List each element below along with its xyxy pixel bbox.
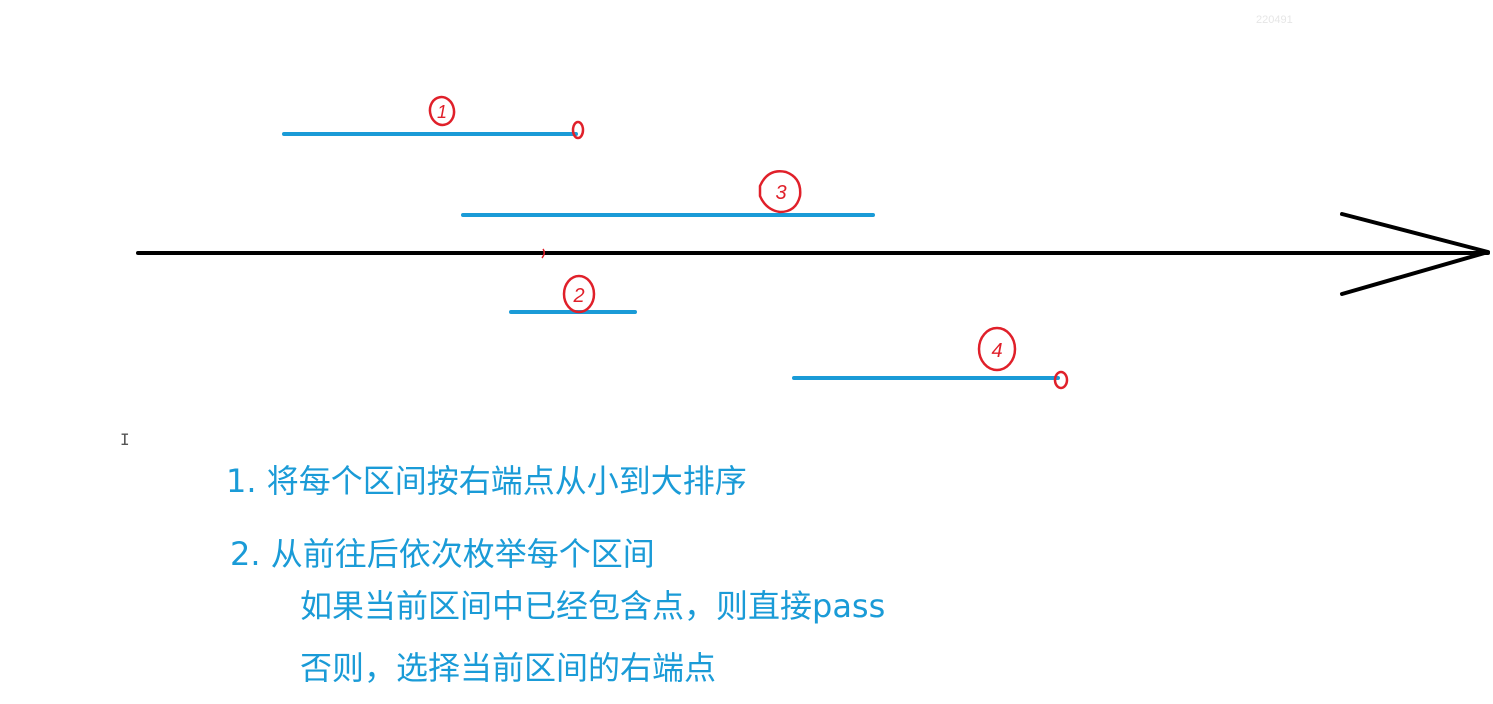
interval-3: 3 xyxy=(461,170,875,217)
interval-4-label: 4 xyxy=(991,340,1002,362)
interval-4: 4 xyxy=(792,326,1069,390)
note-step-1: 1. 将每个区间按右端点从小到大排序 xyxy=(226,462,747,500)
note-step-2-detail-a: 如果当前区间中已经包含点，则直接pass xyxy=(300,587,886,625)
red-tick-mark xyxy=(541,248,546,259)
interval-1-label-circle xyxy=(428,95,456,127)
watermark-text: 220491 xyxy=(1256,14,1293,26)
interval-3-label-circle xyxy=(758,170,802,214)
interval-2-label: 2 xyxy=(572,285,584,307)
interval-4-label-circle xyxy=(977,326,1017,372)
text-cursor-icon: I xyxy=(120,430,130,449)
interval-4-right-endpoint-marker xyxy=(1053,370,1069,390)
note-step-2: 2. 从前往后依次枚举每个区间 xyxy=(230,535,655,573)
interval-3-label: 3 xyxy=(775,182,786,204)
interval-2-label-circle xyxy=(562,274,596,314)
interval-2: 2 xyxy=(509,274,637,314)
axis-arrowhead xyxy=(1340,212,1490,296)
interval-1-right-endpoint-marker xyxy=(571,120,585,140)
interval-1-label: 1 xyxy=(437,102,447,122)
number-axis xyxy=(136,212,1490,296)
note-step-2-detail-b: 否则，选择当前区间的右端点 xyxy=(300,649,717,687)
interval-1: 1 xyxy=(282,95,585,140)
